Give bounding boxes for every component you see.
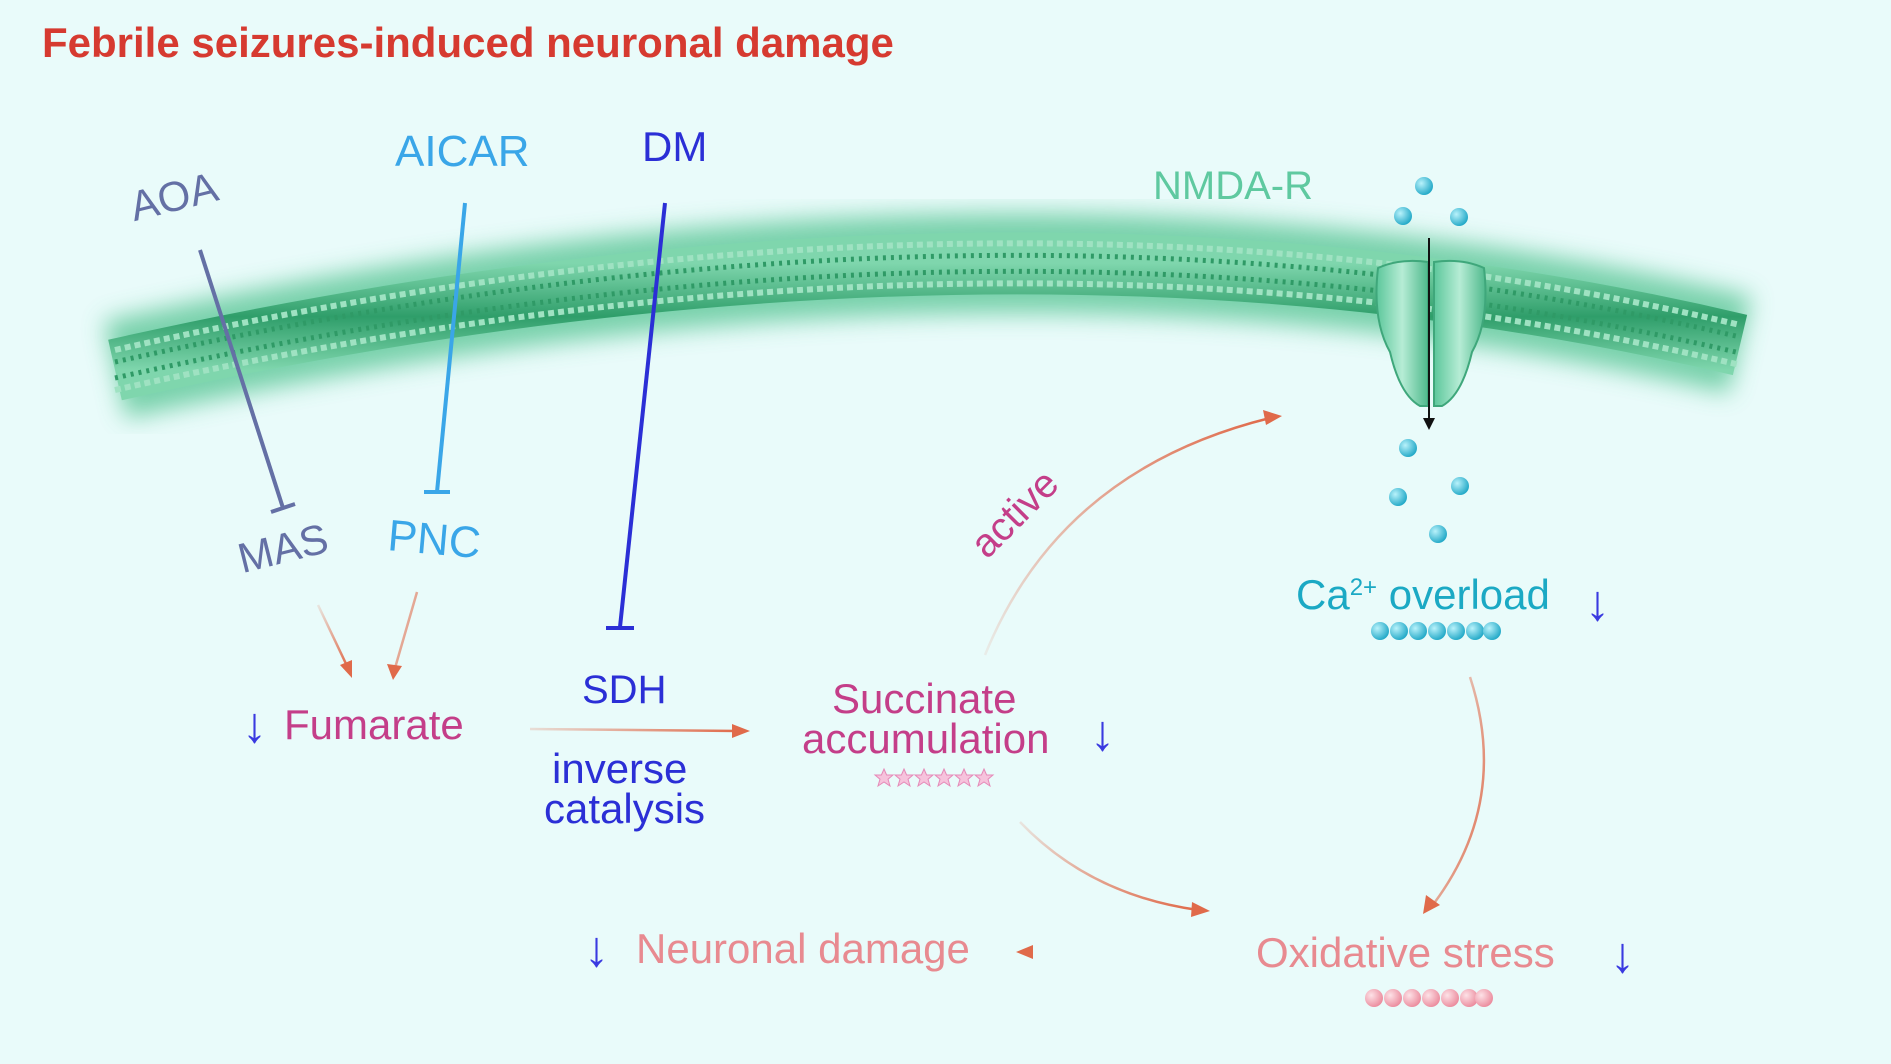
catalysis-label: catalysis <box>544 785 706 832</box>
aicar-label: AICAR <box>395 127 530 176</box>
oxidative-to-neuronal-arrow <box>1016 945 1235 959</box>
succinate-active-arrow <box>983 410 1282 656</box>
pnc-label: PNC <box>385 511 483 569</box>
fumarate-label: Fumarate <box>284 701 464 748</box>
ca-to-oxidative-arrow <box>1423 676 1486 914</box>
succinate-label: Succinate <box>832 675 1017 722</box>
diagram-title: Febrile seizures-induced neuronal damage <box>42 19 894 66</box>
ca-charge: 2+ <box>1349 574 1378 601</box>
dm-inhibition-line <box>606 202 667 630</box>
aicar-inhibition-line <box>424 202 467 494</box>
ca-decrease-arrow-icon: ↓ <box>1585 575 1610 631</box>
accumulation-label: accumulation <box>802 715 1050 762</box>
dm-label: DM <box>642 123 708 170</box>
oxidative-decrease-arrow-icon: ↓ <box>1610 927 1635 983</box>
calcium-ion <box>1415 177 1433 195</box>
sdh-label: SDH <box>582 668 667 712</box>
oxidative-bead-row <box>1365 989 1493 1007</box>
neuronal-damage-label: Neuronal damage <box>636 925 970 972</box>
fumarate-to-succinate-arrow <box>529 724 750 738</box>
succinate-decrease-arrow-icon: ↓ <box>1090 705 1115 761</box>
inverse-label: inverse <box>552 745 688 792</box>
calcium-ion <box>1389 488 1407 506</box>
succinate-to-oxidative-arrow <box>1019 821 1210 917</box>
calcium-ion <box>1429 525 1447 543</box>
ca-overload-label: Ca2+ overload <box>1296 574 1550 616</box>
nmda-receptor-channel <box>1375 238 1487 430</box>
aoa-inhibition-line <box>198 249 296 514</box>
calcium-ion <box>1450 208 1468 226</box>
calcium-bead-row <box>1371 622 1501 640</box>
mas-to-fumarate-arrow <box>316 604 352 678</box>
calcium-ions <box>1389 177 1469 543</box>
fumarate-decrease-arrow-icon: ↓ <box>242 697 267 753</box>
calcium-ion <box>1399 439 1417 457</box>
succinate-star-row <box>873 767 995 788</box>
neuronal-decrease-arrow-icon: ↓ <box>584 921 609 977</box>
nmda-r-label: NMDA-R <box>1153 164 1313 208</box>
ca-text: Ca <box>1296 571 1350 618</box>
calcium-ion <box>1394 207 1412 225</box>
overload-text: overload <box>1377 571 1550 618</box>
oxidative-stress-label: Oxidative stress <box>1256 929 1555 976</box>
cell-membrane <box>103 213 1752 419</box>
calcium-ion <box>1451 477 1469 495</box>
pnc-to-fumarate-arrow <box>387 591 419 680</box>
